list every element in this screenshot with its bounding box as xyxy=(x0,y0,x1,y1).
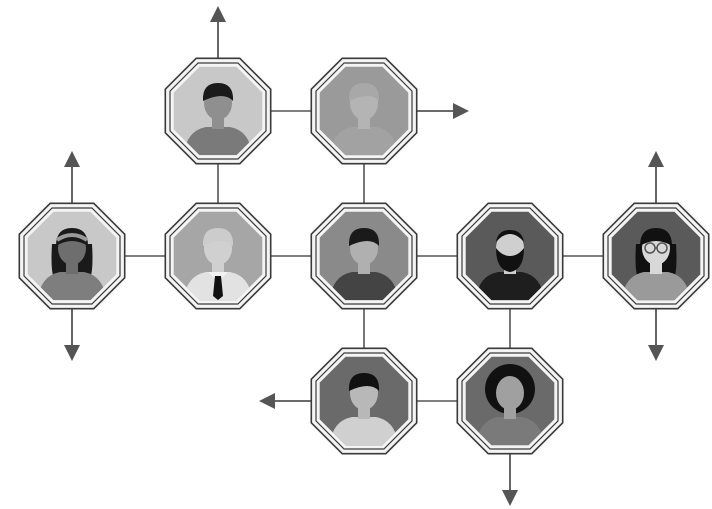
arrow-right-faded-person xyxy=(417,103,469,119)
woman-headband-avatar-icon xyxy=(38,228,106,300)
arrow-up-woman-headband xyxy=(64,151,80,203)
node-man-tie xyxy=(164,202,272,310)
node-woman-headband xyxy=(18,202,126,310)
node-bearded-man xyxy=(456,202,564,310)
arrows-layer xyxy=(64,6,664,506)
arrow-up-woman-ponytail xyxy=(210,6,226,58)
arrow-up-woman-glasses xyxy=(648,151,664,203)
node-faded-person xyxy=(310,57,418,165)
arrow-down-woman-glasses xyxy=(648,309,664,361)
man-shirt-avatar-icon xyxy=(330,373,398,445)
arrow-left-man-shirt xyxy=(259,393,311,409)
arrow-down-woman-afro xyxy=(502,454,518,506)
woman-afro-avatar-icon xyxy=(476,364,544,445)
bearded-man-avatar-icon xyxy=(476,230,544,300)
node-woman-glasses xyxy=(602,202,710,310)
node-man-shirt xyxy=(310,347,418,455)
nodes-layer xyxy=(18,57,710,455)
node-dark-hair-person xyxy=(310,202,418,310)
node-woman-ponytail xyxy=(164,57,272,165)
node-woman-afro xyxy=(456,347,564,455)
faded-person-avatar-icon xyxy=(330,83,398,155)
woman-glasses-avatar-icon xyxy=(622,228,690,300)
arrow-down-woman-headband xyxy=(64,309,80,361)
woman-ponytail-avatar-icon xyxy=(184,83,252,155)
dark-hair-person-avatar-icon xyxy=(330,228,398,300)
man-tie-avatar-icon xyxy=(184,228,252,300)
